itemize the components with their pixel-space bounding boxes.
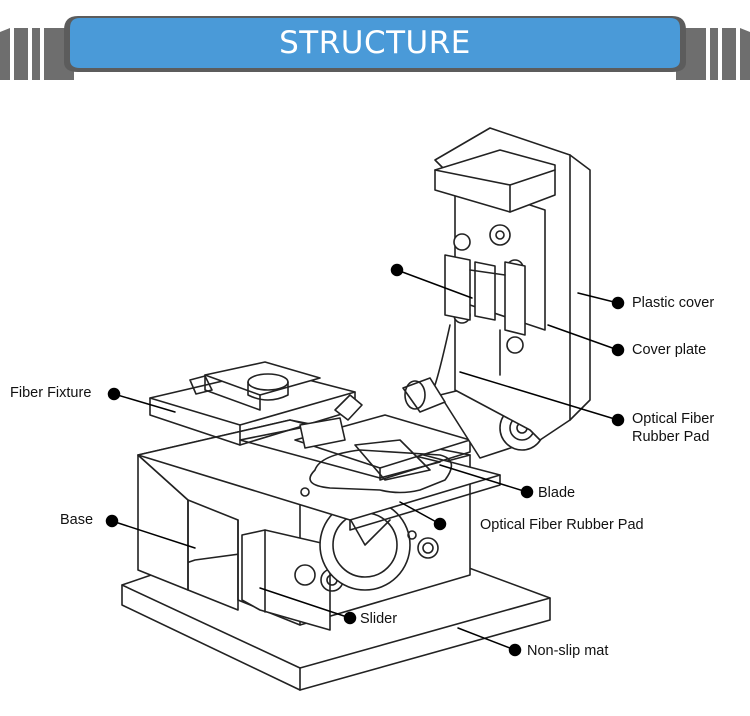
label-blade: Blade (538, 485, 576, 501)
page-title: STRUCTURE (279, 25, 471, 61)
label-fiber-rubber-pad-top-1: Optical Fiber (632, 411, 715, 427)
label-cover-plate: Cover plate (632, 342, 707, 358)
callout-leaders (105, 263, 625, 657)
blade-carriage-shape (294, 414, 471, 481)
label-plastic-cover: Plastic cover (632, 295, 715, 311)
fiber-fixture-shape (149, 361, 363, 446)
label-base: Base (60, 512, 94, 528)
label-non-slip-mat: Non-slip mat (527, 643, 609, 659)
header-decoration (0, 16, 750, 80)
label-fiber-rubber-pad-bottom: Optical Fiber Rubber Pad (480, 517, 644, 533)
label-fiber-fixture: Fiber Fixture (10, 385, 92, 401)
label-slider: Slider (360, 611, 398, 627)
cleaver-diagram (105, 127, 625, 691)
header-banner: STRUCTURE (0, 0, 750, 90)
lid-shape (434, 127, 591, 441)
fiber-lines (309, 324, 501, 494)
label-fiber-rubber-pad-top-2: Rubber Pad (632, 429, 710, 445)
